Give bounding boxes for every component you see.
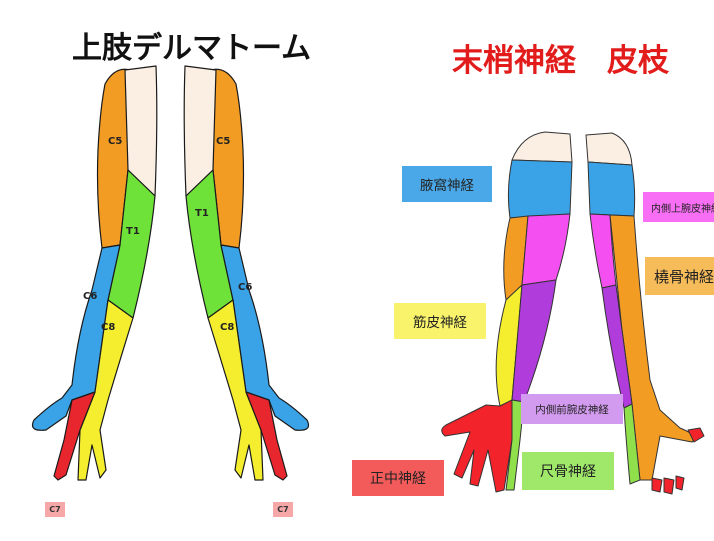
nerve-arm-left [441,131,573,493]
right-c7-tag: C7 [273,502,293,517]
left-c5-label: C5 [108,136,122,147]
ulnar-nerve-label: 尺骨神経 [522,452,614,490]
left-arm-dermatome [31,65,158,481]
nerve-left-median [441,399,513,493]
nerve-left-medial-brachial [521,213,571,286]
left-arm-c7-region [53,391,96,481]
nerve-right-skin [585,132,633,166]
right-arm-c8-region [207,299,264,481]
right-arm-dermatome [183,65,310,481]
right-c6-label: C6 [238,282,252,293]
nerve-right-axillary [587,161,636,217]
left-arm-c6-region [31,244,121,431]
right-c5-label: C5 [216,136,230,147]
left-c6-label: C6 [83,291,97,302]
radial-nerve-label: 橈骨神経 [645,257,714,295]
medial-antebrachial-nerve-label: 内側前腕皮神経 [521,394,623,424]
nerve-right-radial [609,214,695,481]
median-nerve-label: 正中神経 [352,460,444,496]
nerve-left-skin [511,131,573,163]
nerve-right-median-tips [651,427,705,495]
dermatome-title: 上肢デルマトーム [72,31,312,66]
right-arm-c6-region [220,244,310,431]
musculocutaneous-nerve-label: 筋皮神経 [394,303,486,339]
right-arm-c7-region [245,391,288,481]
left-c8-label: C8 [101,322,115,333]
left-c7-tag: C7 [45,502,65,517]
nerve-arm-right [585,132,705,495]
left-t1-label: T1 [126,226,140,237]
nerve-right-ulnar [623,403,641,485]
left-arm-c8-region [77,299,134,481]
medial-brachial-nerve-label: 内側上腕皮神経 [643,192,714,222]
nerve-left-axillary [507,159,573,219]
right-t1-label: T1 [195,208,209,219]
right-c8-label: C8 [220,322,234,333]
cutaneous-nerve-title: 末梢神経 皮枝 [452,43,669,79]
axillary-nerve-label: 腋窩神経 [402,166,492,202]
